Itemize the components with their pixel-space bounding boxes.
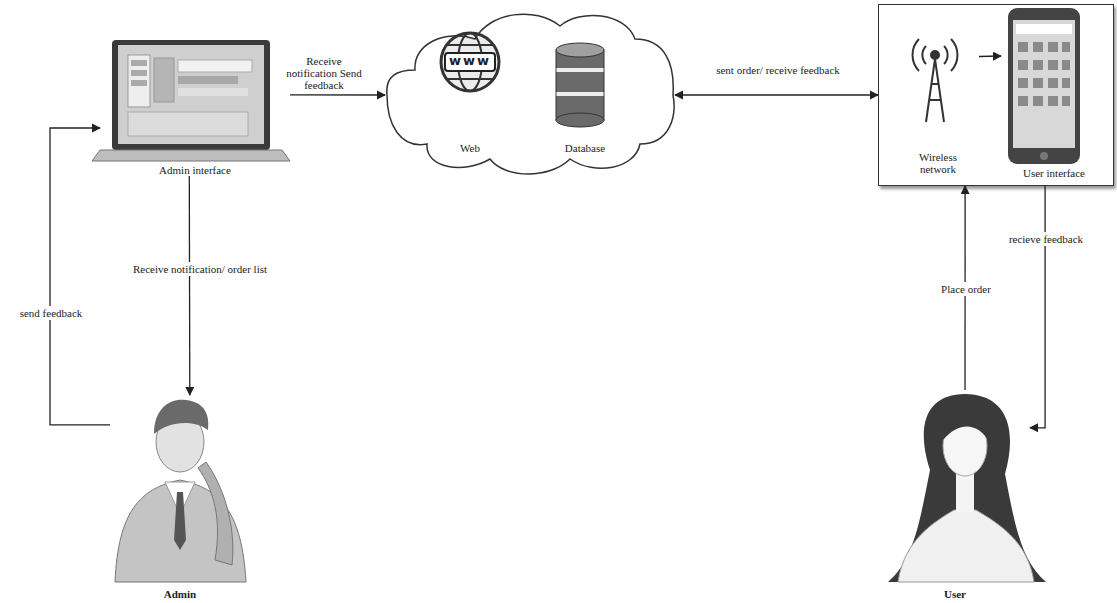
flow-arrow xyxy=(979,55,1001,57)
node-label: User xyxy=(944,588,966,600)
flow-arrow xyxy=(1030,186,1045,428)
user-person-illustration xyxy=(888,394,1046,582)
edge-label: sent order/ receive feedback xyxy=(716,64,840,76)
service-node: Database xyxy=(535,34,635,154)
admin-person-illustration xyxy=(115,400,246,582)
edge-label: send feedback xyxy=(6,306,96,320)
phone-illustration xyxy=(1008,8,1080,164)
cloud-node: Web Database xyxy=(385,4,675,176)
interface-node: Admin interface xyxy=(100,36,290,176)
flow-arrow xyxy=(675,94,878,95)
node-label: Database xyxy=(565,142,605,154)
cloud-outline xyxy=(385,4,675,176)
laptop-illustration xyxy=(92,40,290,161)
icon-label: www xyxy=(444,52,496,72)
node-label: Admin xyxy=(164,588,196,600)
actor-node: User xyxy=(880,390,1030,600)
node-label: User interface xyxy=(1023,167,1085,179)
device-node: Wireless network xyxy=(897,25,979,175)
flow-arrow xyxy=(290,94,385,95)
device-node: User interface xyxy=(1001,7,1107,179)
edge-label: recieve feedback xyxy=(996,232,1096,246)
edge-label: Place order xyxy=(926,282,1006,296)
wireless-antenna-icon xyxy=(913,39,958,122)
flow-arrow xyxy=(189,176,191,395)
node-label: Web xyxy=(460,142,480,154)
edge-label: Receive notification/ order list xyxy=(112,262,288,276)
flow-arrow xyxy=(50,128,110,425)
node-label: Admin interface xyxy=(159,164,231,176)
node-label: Wireless network xyxy=(908,151,968,175)
edge-label: Receive notification Send feedback xyxy=(286,55,362,91)
actor-node: Admin xyxy=(110,395,250,600)
cloud-shape xyxy=(387,14,674,174)
device-frame: Wireless networkUser interface xyxy=(878,4,1114,186)
web-globe-icon xyxy=(441,33,499,91)
database-icon xyxy=(556,43,604,127)
